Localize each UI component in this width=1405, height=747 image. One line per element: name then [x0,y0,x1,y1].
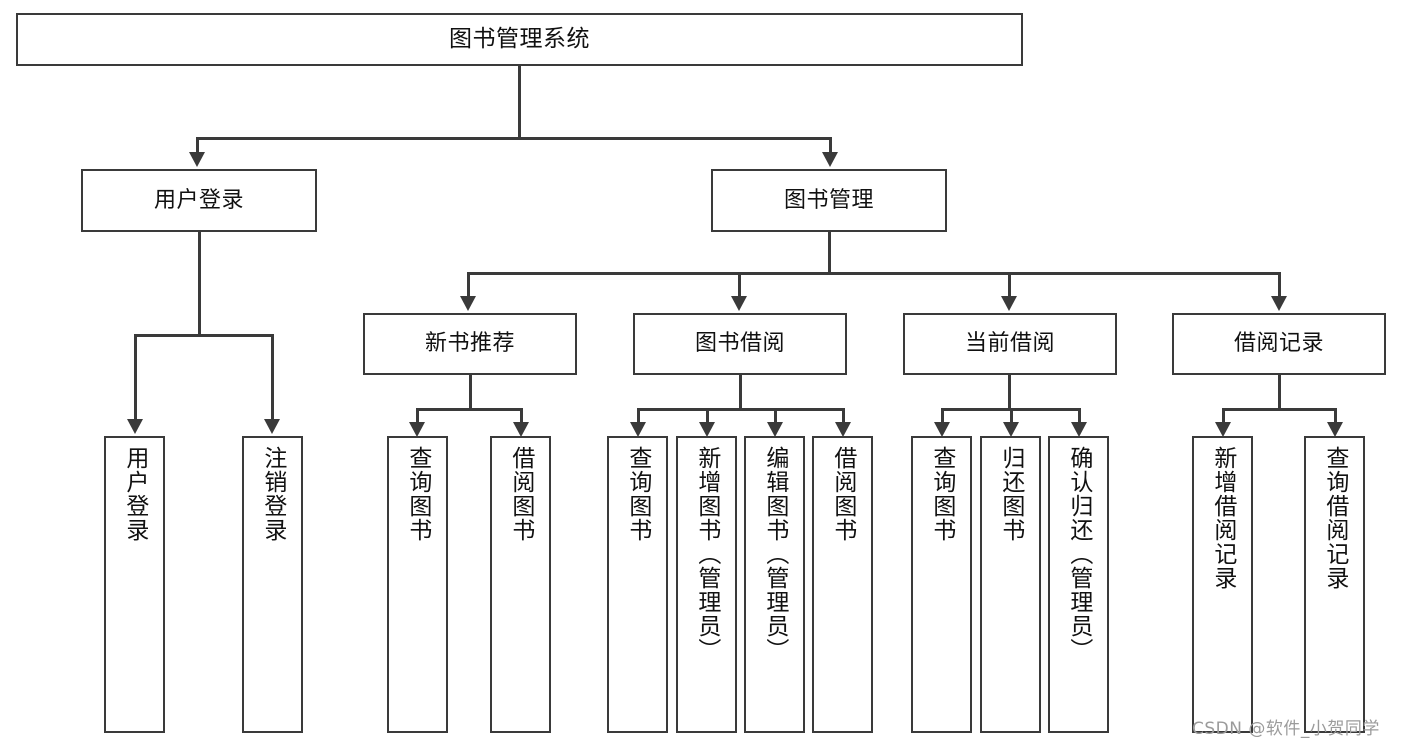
arrowhead-cb-query-book [934,422,950,437]
connector-br-child-2 [1334,408,1337,422]
node-label: 新增借阅记录 [1209,446,1236,590]
node-root-book-management-system[interactable]: 图书管理系统 [16,13,1023,66]
connector-root-to-user-login [196,137,199,154]
connector-user-login-child-2 [271,334,274,419]
connector-nbr-child-1 [416,408,419,422]
node-user-login[interactable]: 用户登录 [81,169,317,232]
connector-bb-bus [637,408,845,411]
leaf-nbr-query-book[interactable]: 查询图书 [387,436,448,733]
connector-cb-child-2 [1010,408,1013,422]
node-label: 编辑图书（管理员） [761,446,788,662]
node-label: 查询借阅记录 [1321,446,1348,590]
leaf-br-query-record[interactable]: 查询借阅记录 [1304,436,1365,733]
arrowhead-book-borrow [731,296,747,311]
connector-user-login-child-1 [134,334,137,419]
arrowhead-book-management [822,152,838,167]
arrowhead-bb-edit-book [767,422,783,437]
connector-bb-child-3 [774,408,777,422]
node-label: 图书借阅 [694,331,785,357]
arrowhead-cb-return-book [1003,422,1019,437]
node-label: 新增图书（管理员） [693,446,720,662]
node-new-book-recommend[interactable]: 新书推荐 [363,313,577,375]
arrowhead-new-book-recommend [460,296,476,311]
connector-br-stem [1278,375,1281,408]
node-label: 当前借阅 [964,331,1055,357]
leaf-nbr-borrow-book[interactable]: 借阅图书 [490,436,551,733]
leaf-bb-add-book[interactable]: 新增图书（管理员） [676,436,737,733]
leaf-bb-borrow-book[interactable]: 借阅图书 [812,436,873,733]
arrowhead-br-query-record [1327,422,1343,437]
leaf-cb-return-book[interactable]: 归还图书 [980,436,1041,733]
arrowhead-br-add-record [1215,422,1231,437]
node-label: 确认归还（管理员） [1065,446,1092,662]
connector-bb-child-1 [637,408,640,422]
node-label: 注销登录 [259,446,286,542]
connector-cb-child-3 [1078,408,1081,422]
arrowhead-bb-query-book [630,422,646,437]
connector-book-management-bus [467,272,1281,275]
arrowhead-nbr-borrow-book [513,422,529,437]
leaf-cb-query-book[interactable]: 查询图书 [911,436,972,733]
connector-br-bus [1222,408,1337,411]
leaf-logout[interactable]: 注销登录 [242,436,303,733]
node-label: 新书推荐 [424,331,515,357]
node-label: 查询图书 [404,446,431,542]
node-label: 图书管理 [783,187,874,213]
leaf-bb-edit-book[interactable]: 编辑图书（管理员） [744,436,805,733]
node-label: 用户登录 [121,446,148,542]
arrowhead-nbr-query-book [409,422,425,437]
connector-root-bus [196,137,832,140]
connector-bm-child-4 [1278,272,1281,296]
arrowhead-user-login [189,152,205,167]
connector-br-child-1 [1222,408,1225,422]
connector-bm-child-1 [467,272,470,296]
node-label: 借阅图书 [829,446,856,542]
connector-bm-child-2 [738,272,741,296]
node-label: 图书管理系统 [449,26,590,53]
connector-nbr-stem [469,375,472,408]
leaf-user-login[interactable]: 用户登录 [104,436,165,733]
node-label: 借阅记录 [1233,331,1324,357]
connector-bm-child-3 [1008,272,1011,296]
connector-bb-child-2 [706,408,709,422]
connector-root-to-book-management [829,137,832,154]
arrowhead-borrow-record [1271,296,1287,311]
node-label: 归还图书 [997,446,1024,542]
connector-bb-child-4 [842,408,845,422]
arrowhead-bb-add-book [699,422,715,437]
node-label: 借阅图书 [507,446,534,542]
connector-cb-stem [1008,375,1011,408]
connector-nbr-bus [416,408,523,411]
arrowhead-leaf-logout [264,419,280,434]
arrowhead-leaf-user-login [127,419,143,434]
node-current-borrow[interactable]: 当前借阅 [903,313,1117,375]
node-book-borrow[interactable]: 图书借阅 [633,313,847,375]
connector-user-login-stem [198,232,201,334]
arrowhead-bb-borrow-book [835,422,851,437]
connector-cb-child-1 [941,408,944,422]
node-book-management[interactable]: 图书管理 [711,169,947,232]
node-borrow-record[interactable]: 借阅记录 [1172,313,1386,375]
node-label: 查询图书 [928,446,955,542]
leaf-cb-confirm-return[interactable]: 确认归还（管理员） [1048,436,1109,733]
leaf-br-add-record[interactable]: 新增借阅记录 [1192,436,1253,733]
node-label: 用户登录 [153,187,244,213]
arrowhead-cb-confirm-return [1071,422,1087,437]
connector-nbr-child-2 [520,408,523,422]
connector-bb-stem [739,375,742,408]
arrowhead-current-borrow [1001,296,1017,311]
leaf-bb-query-book[interactable]: 查询图书 [607,436,668,733]
connector-user-login-bus [134,334,273,337]
node-label: 查询图书 [624,446,651,542]
connector-book-management-stem [828,232,831,272]
connector-root-stem [518,66,521,137]
